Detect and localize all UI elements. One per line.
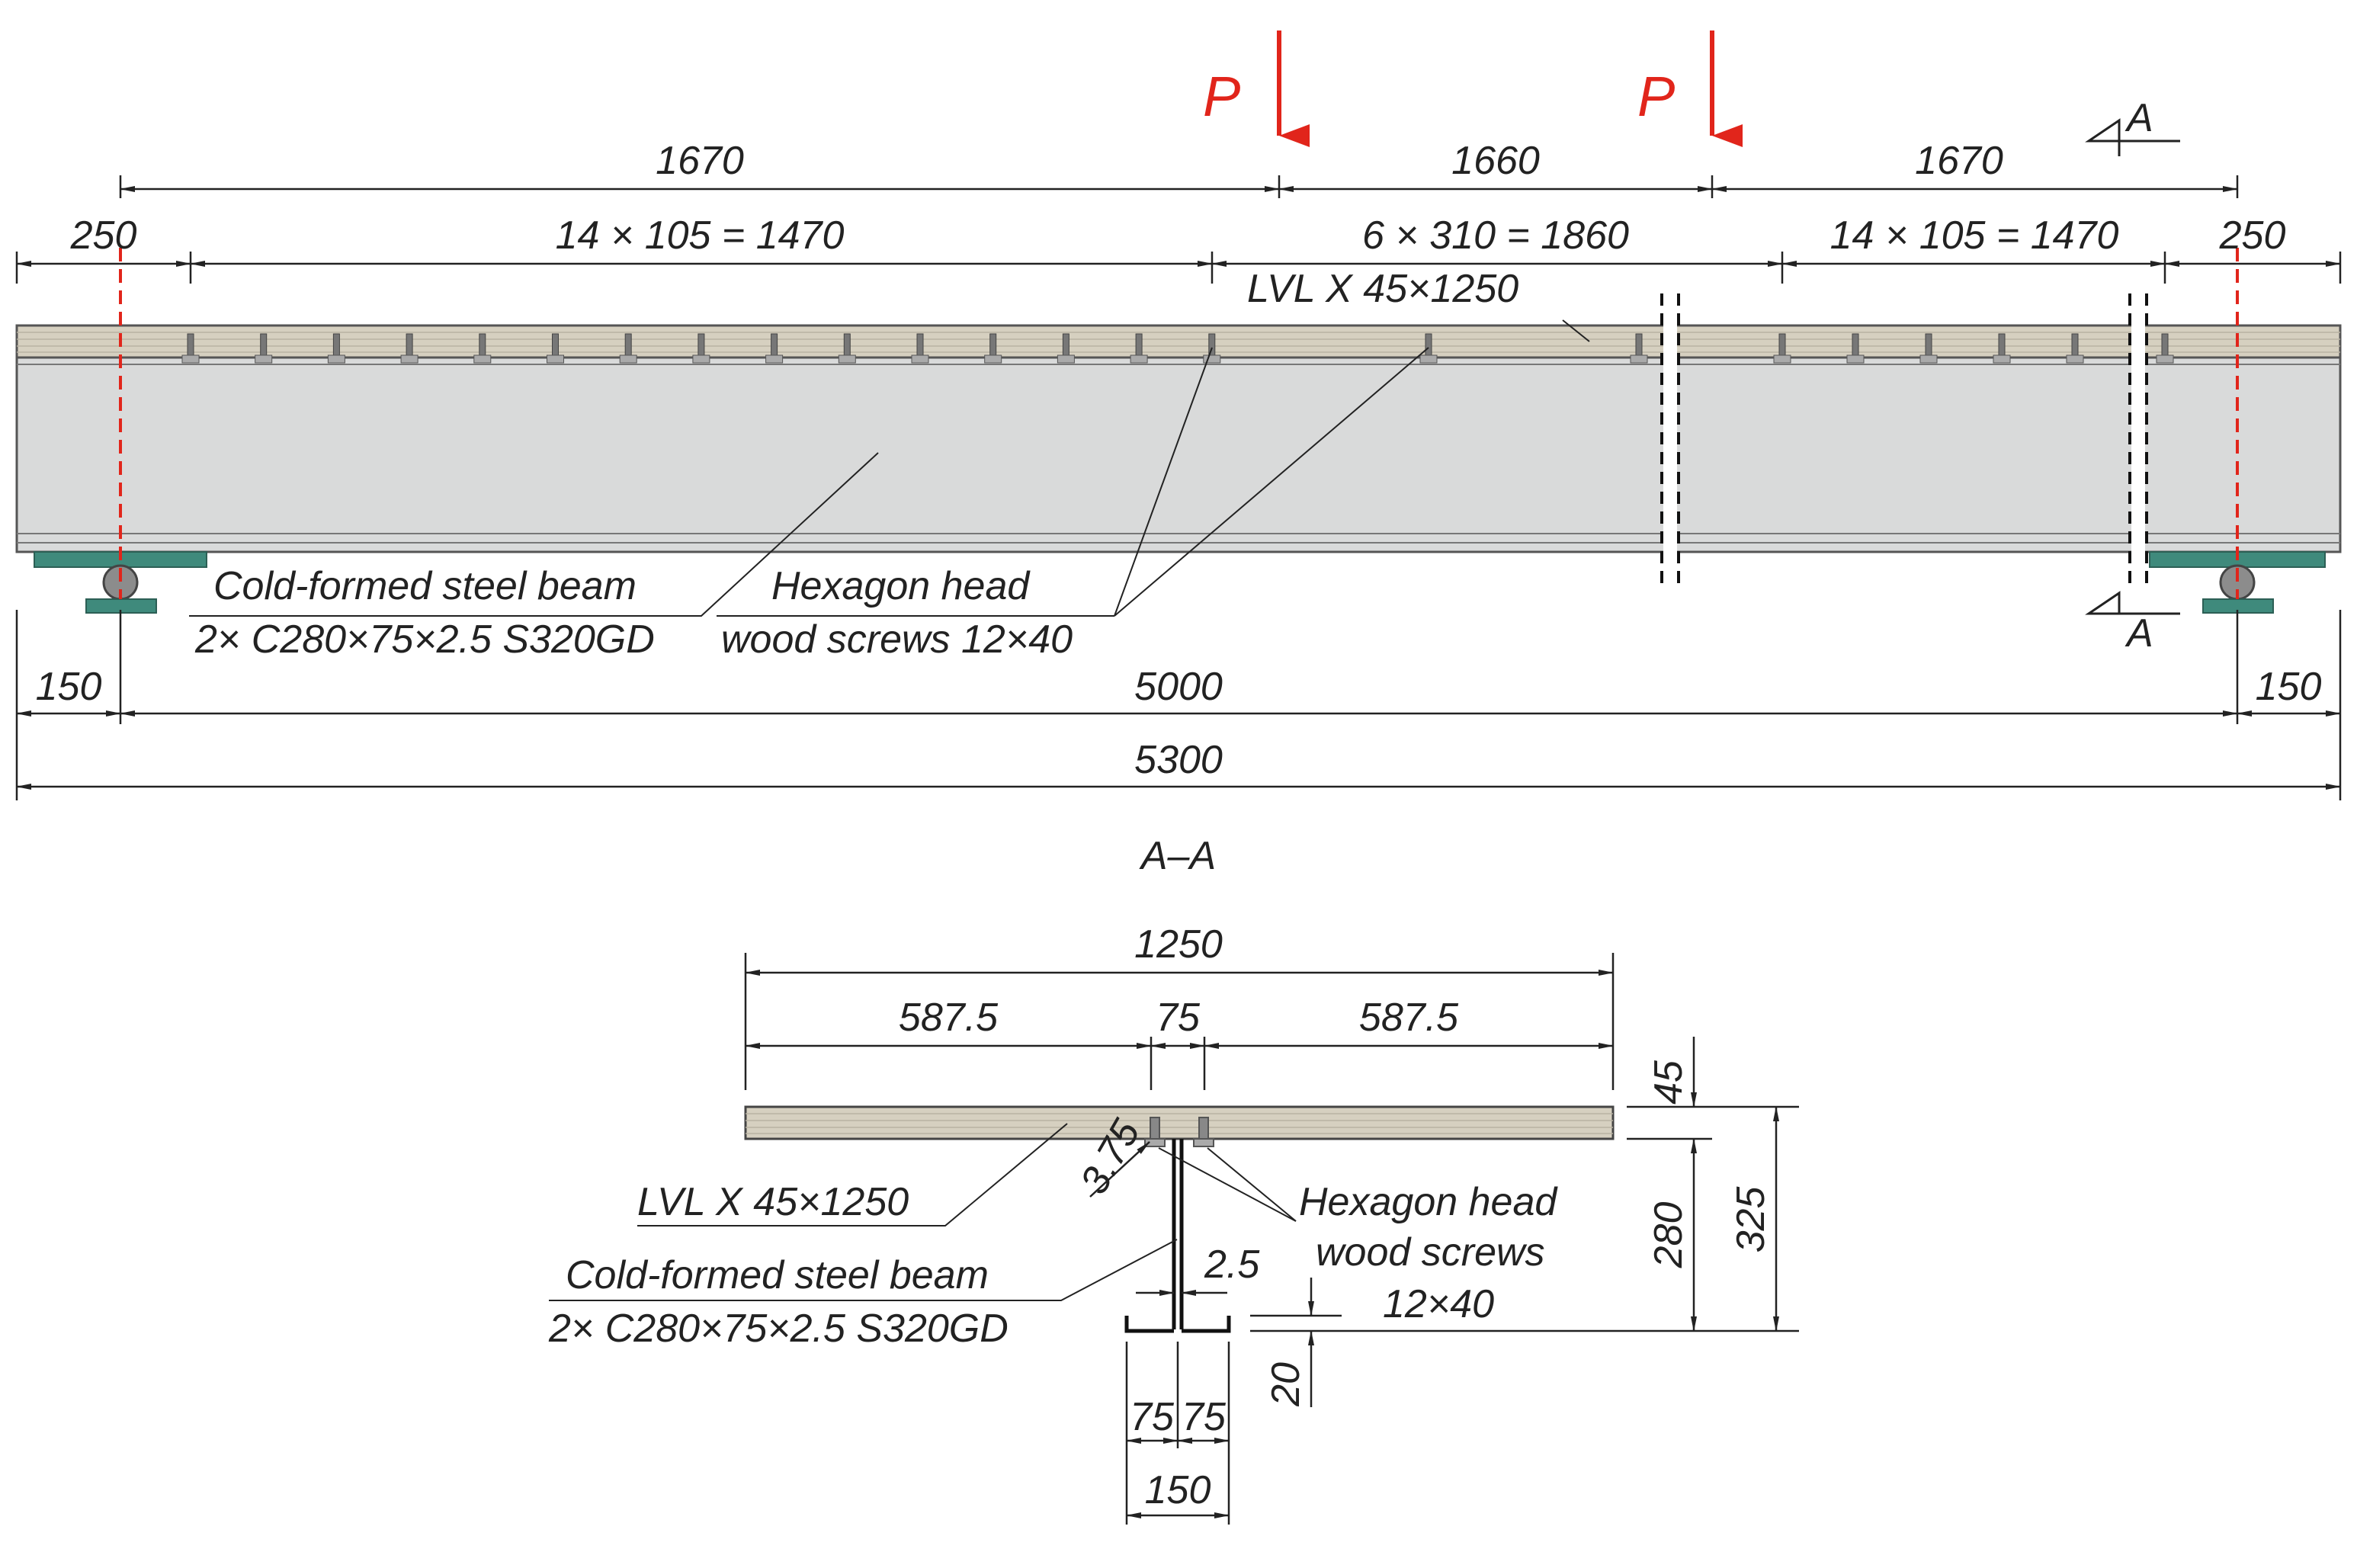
sec-dim-right: 587.5 [1359,996,1459,1040]
left-support [34,551,207,614]
cross-section-view: 1250 587.5 75 587.5 45 280 325 20 2.5 3.… [548,922,1799,1525]
screw-icon [2066,333,2084,364]
section-steel-beam [1124,1139,1231,1333]
screw-row [181,333,2174,364]
sec-dim-total-height: 325 [1729,1186,1773,1253]
dim-span: 5000 [1134,665,1223,709]
elev-screws-label-line2: wood screws 12×40 [721,617,1073,662]
elev-beam-label-line2: 2× C280×75×2.5 S320GD [194,617,655,662]
load-arrow-left: P [1203,30,1310,147]
screw-icon [2156,333,2174,364]
screw-icon [1419,333,1438,364]
screw-icon [1203,333,1221,364]
load-label-right: P [1637,65,1675,128]
sec-dim-beam-height: 280 [1647,1202,1691,1269]
screw-icon [1630,333,1648,364]
screw-icon [255,333,273,364]
dim-row1-right: 1670 [1915,139,2003,183]
sec-dim-flange-left: 75 [1130,1395,1175,1439]
sec-dim-flange-total: 150 [1145,1468,1211,1512]
screw-icon [1057,333,1075,364]
screw-icon [692,333,710,364]
screw-icon [1993,333,2011,364]
screw-icon [400,333,418,364]
sec-screws-label-line3: 12×40 [1383,1282,1494,1326]
elev-screws-label-line1: Hexagon head [771,564,1031,608]
dim-total: 5300 [1134,738,1223,782]
dim-row2-mid-screws: 6 × 310 = 1860 [1362,213,1629,258]
screw-icon [181,333,200,364]
section-mark-top-label: A [2125,96,2153,140]
dim-right-overhang: 150 [2256,665,2322,709]
section-mark-bottom [2085,591,2180,615]
screw-icon [619,333,637,364]
section-screws [1144,1117,1214,1147]
section-mark-bottom-label: A [2125,611,2153,656]
dim-row1-mid: 1660 [1451,139,1540,183]
sec-screws-label-line1: Hexagon head [1299,1180,1558,1224]
sec-screws-label-line2: wood screws [1316,1230,1545,1275]
screw-icon [911,333,929,364]
sec-beam-label-line1: Cold-formed steel beam [566,1253,989,1297]
sec-lvl-label: LVL X 45×1250 [637,1180,909,1224]
sec-dim-width-total: 1250 [1134,922,1223,967]
screw-icon [838,333,856,364]
screw-icon [1773,333,1791,364]
elev-lvl-label: LVL X 45×1250 [1247,267,1518,311]
section-title: A–A [1139,834,1216,878]
sec-beam-label-line2: 2× C280×75×2.5 S320GD [548,1307,1009,1351]
dim-row2-right-screws: 14 × 105 = 1470 [1830,213,2119,258]
elev-beam-label-line1: Cold-formed steel beam [213,564,637,608]
sec-dim-left: 587.5 [899,996,999,1040]
section-mark-top [2085,118,2180,156]
sec-dim-flange-right: 75 [1182,1395,1227,1439]
screw-icon [1919,333,1938,364]
screw-icon [327,333,345,364]
load-arrow-right: P [1637,30,1743,147]
dim-left-overhang: 150 [36,665,102,709]
sec-dim-lvl-thickness: 45 [1647,1060,1691,1105]
load-label-left: P [1203,65,1240,128]
dim-row1-left: 1670 [656,139,744,183]
steel-beam-body [15,355,2342,553]
elevation-view: P P A A 1670 1660 1 [15,30,2342,800]
dim-row2-left-end: 250 [70,213,137,258]
right-support [2149,551,2326,614]
screw-icon [547,333,564,364]
dim-row2-left-screws: 14 × 105 = 1470 [556,213,845,258]
screw-icon [765,333,784,364]
sec-dim-web-thickness: 2.5 [1204,1243,1260,1287]
sec-dim-center: 75 [1156,996,1201,1040]
screw-icon [1846,333,1865,364]
screw-icon [1130,333,1148,364]
screw-icon [984,333,1002,364]
sec-dim-lip: 20 [1264,1362,1308,1407]
screw-icon [473,333,492,364]
dim-row2-right-end: 250 [2219,213,2286,258]
